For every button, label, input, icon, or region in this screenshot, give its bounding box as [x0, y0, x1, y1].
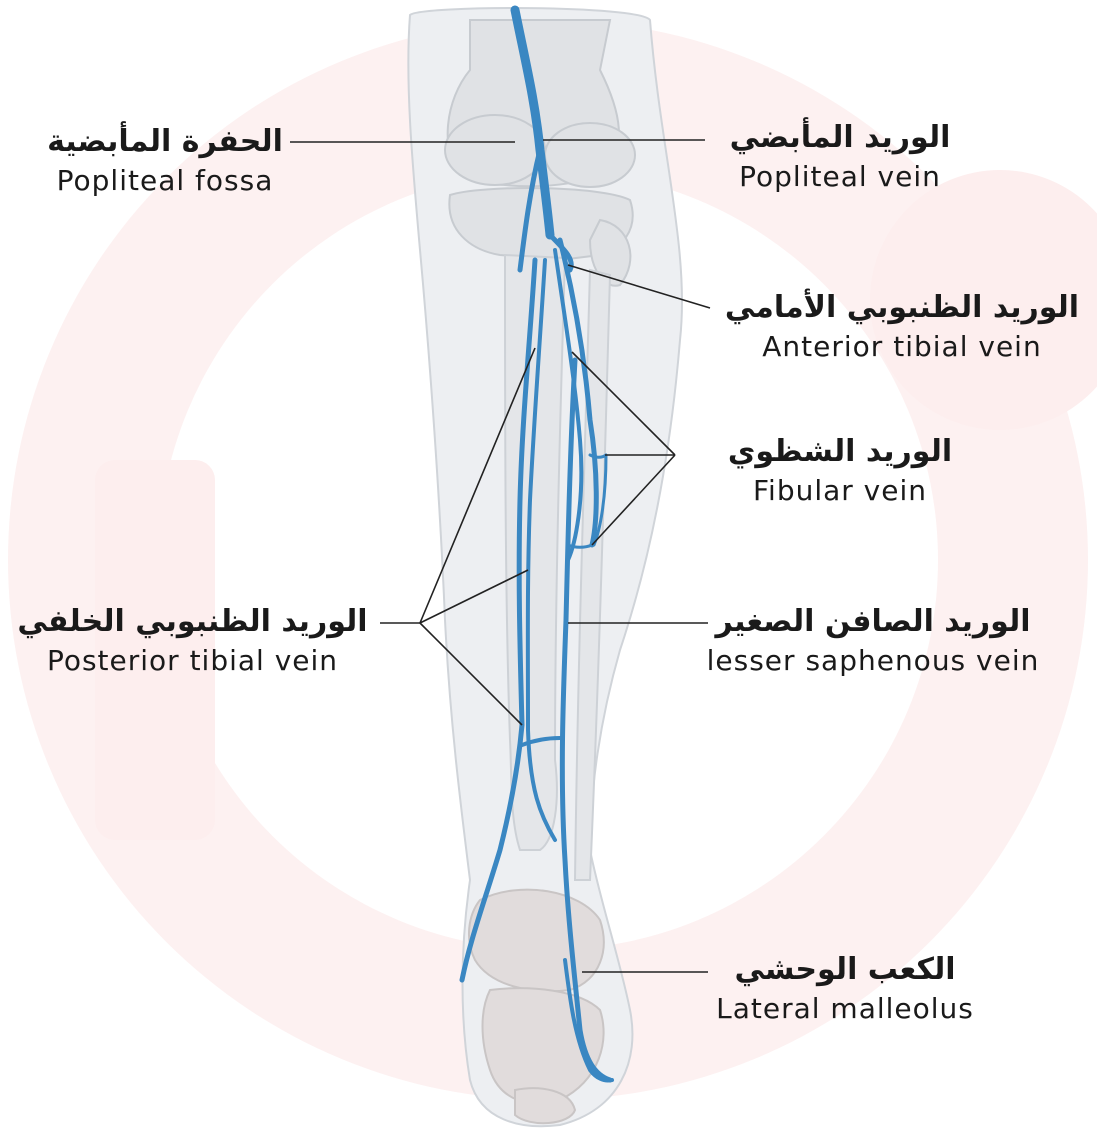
label-anterior-tibial-vein-en: Anterior tibial vein — [712, 328, 1092, 366]
label-posterior-tibial-vein-en: Posterior tibial vein — [0, 642, 385, 680]
label-anterior-tibial-vein-ar: الوريد الظنبوبي الأمامي — [712, 288, 1092, 328]
label-popliteal-vein-en: Popliteal vein — [705, 158, 975, 196]
label-lateral-malleolus-en: Lateral malleolus — [690, 990, 1000, 1028]
label-posterior-tibial-vein-ar: الوريد الظنبوبي الخلفي — [0, 602, 385, 642]
label-lesser-saphenous-vein-ar: الوريد الصافن الصغير — [668, 602, 1078, 642]
label-anterior-tibial-vein: الوريد الظنبوبي الأمامي Anterior tibial … — [712, 288, 1092, 366]
label-lesser-saphenous-vein: الوريد الصافن الصغير lesser saphenous ve… — [668, 602, 1078, 680]
label-popliteal-fossa-en: Popliteal fossa — [20, 162, 310, 200]
label-lateral-malleolus-ar: الكعب الوحشي — [690, 950, 1000, 990]
label-popliteal-fossa: الحفرة المأبضية Popliteal fossa — [20, 122, 310, 200]
label-posterior-tibial-vein: الوريد الظنبوبي الخلفي Posterior tibial … — [0, 602, 385, 680]
label-fibular-vein-en: Fibular vein — [705, 472, 975, 510]
label-lateral-malleolus: الكعب الوحشي Lateral malleolus — [690, 950, 1000, 1028]
label-popliteal-fossa-ar: الحفرة المأبضية — [20, 122, 310, 162]
label-lesser-saphenous-vein-en: lesser saphenous vein — [668, 642, 1078, 680]
label-popliteal-vein-ar: الوريد المأبضي — [705, 118, 975, 158]
label-popliteal-vein: الوريد المأبضي Popliteal vein — [705, 118, 975, 196]
label-fibular-vein-ar: الوريد الشظوي — [705, 432, 975, 472]
label-fibular-vein: الوريد الشظوي Fibular vein — [705, 432, 975, 510]
